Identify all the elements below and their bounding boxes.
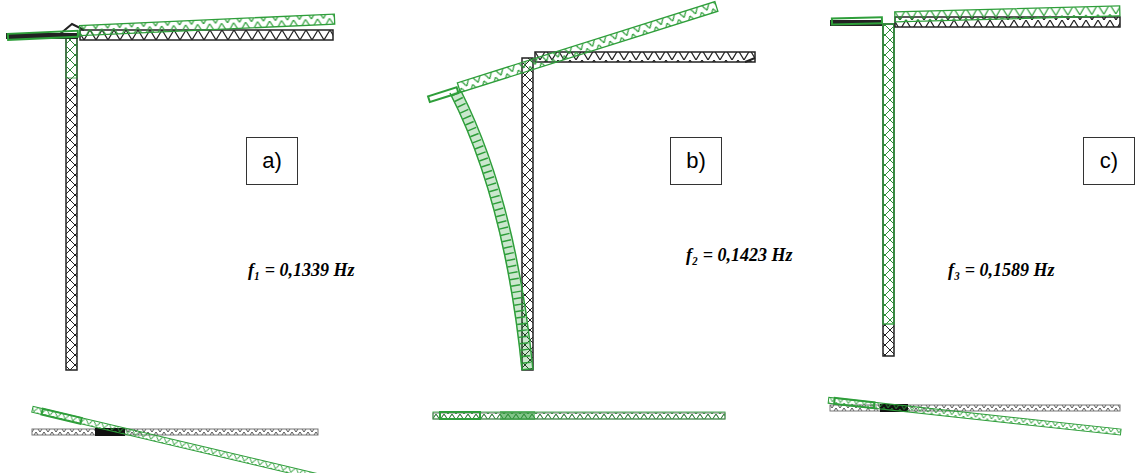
panel-letter: c) (1100, 148, 1118, 174)
crane-a (6, 14, 335, 473)
frequency-label: f₁ = 0,1339 Hz (246, 260, 357, 281)
panel-label-box: a) (246, 137, 298, 185)
crane-c (828, 6, 1121, 435)
panel-label-box: b) (670, 137, 722, 185)
crane-b (427, 2, 755, 420)
panel-label-box: c) (1083, 137, 1135, 185)
panel-letter: a) (262, 148, 282, 174)
frequency-label: f₃ = 0,1589 Hz (946, 260, 1057, 281)
frequency-label: f₂ = 0,1423 Hz (684, 245, 795, 266)
panel-letter: b) (686, 148, 706, 174)
